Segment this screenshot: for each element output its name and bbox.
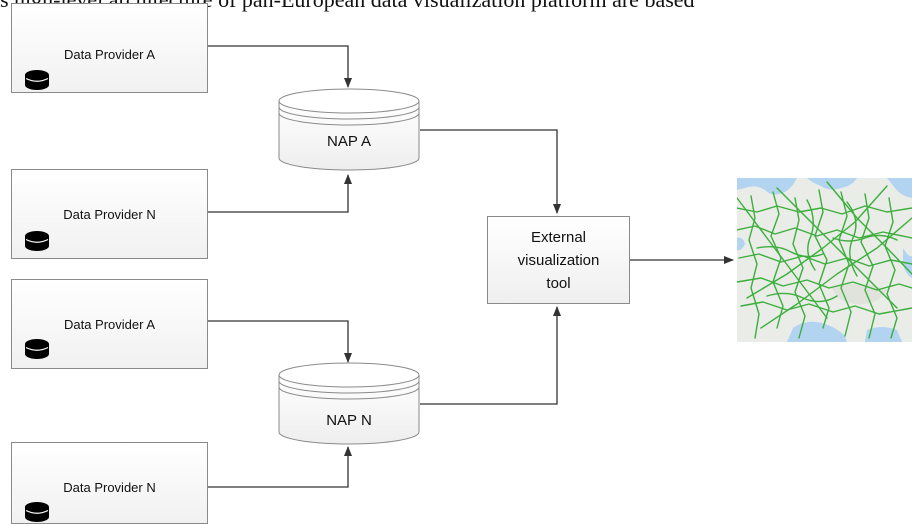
arrow-nap-n-to-tool [420,306,561,405]
nap-n-database: NAP N [278,362,420,446]
external-tool-label-line: visualization [517,251,600,269]
database-icon [25,339,49,359]
nap-a-database: NAP A [278,88,420,172]
arrow-nap-a-to-tool [420,129,561,214]
external-tool-label: External visualization tool [518,226,600,295]
arrow-provider-n2-to-nap-n [208,446,352,488]
data-provider-box: Data Provider A [11,3,208,93]
external-tool-label-line: tool [546,274,571,292]
nap-label: NAP A [327,133,371,150]
database-icon [25,231,49,251]
data-provider-box: Data Provider N [11,169,208,259]
arrow-provider-n1-to-nap-a [208,174,352,213]
database-icon [25,70,49,90]
database-cylinder-icon [278,362,420,445]
database-cylinder-icon [278,88,420,171]
arrow-provider-a1-to-nap-a [208,45,352,88]
data-provider-box: Data Provider A [11,279,208,369]
road-map-image [737,178,912,342]
data-provider-box: Data Provider N [11,442,208,524]
provider-label: Data Provider N [63,480,156,495]
nap-label: NAP N [326,412,372,429]
external-tool-label-line: External [530,228,587,246]
provider-label: Data Provider A [63,47,156,62]
external-visualization-tool-box: External visualization tool [487,216,630,304]
database-icon [25,502,49,522]
provider-label: Data Provider A [63,317,156,332]
provider-label: Data Provider N [63,207,156,222]
arrow-provider-a2-to-nap-n [208,320,352,363]
